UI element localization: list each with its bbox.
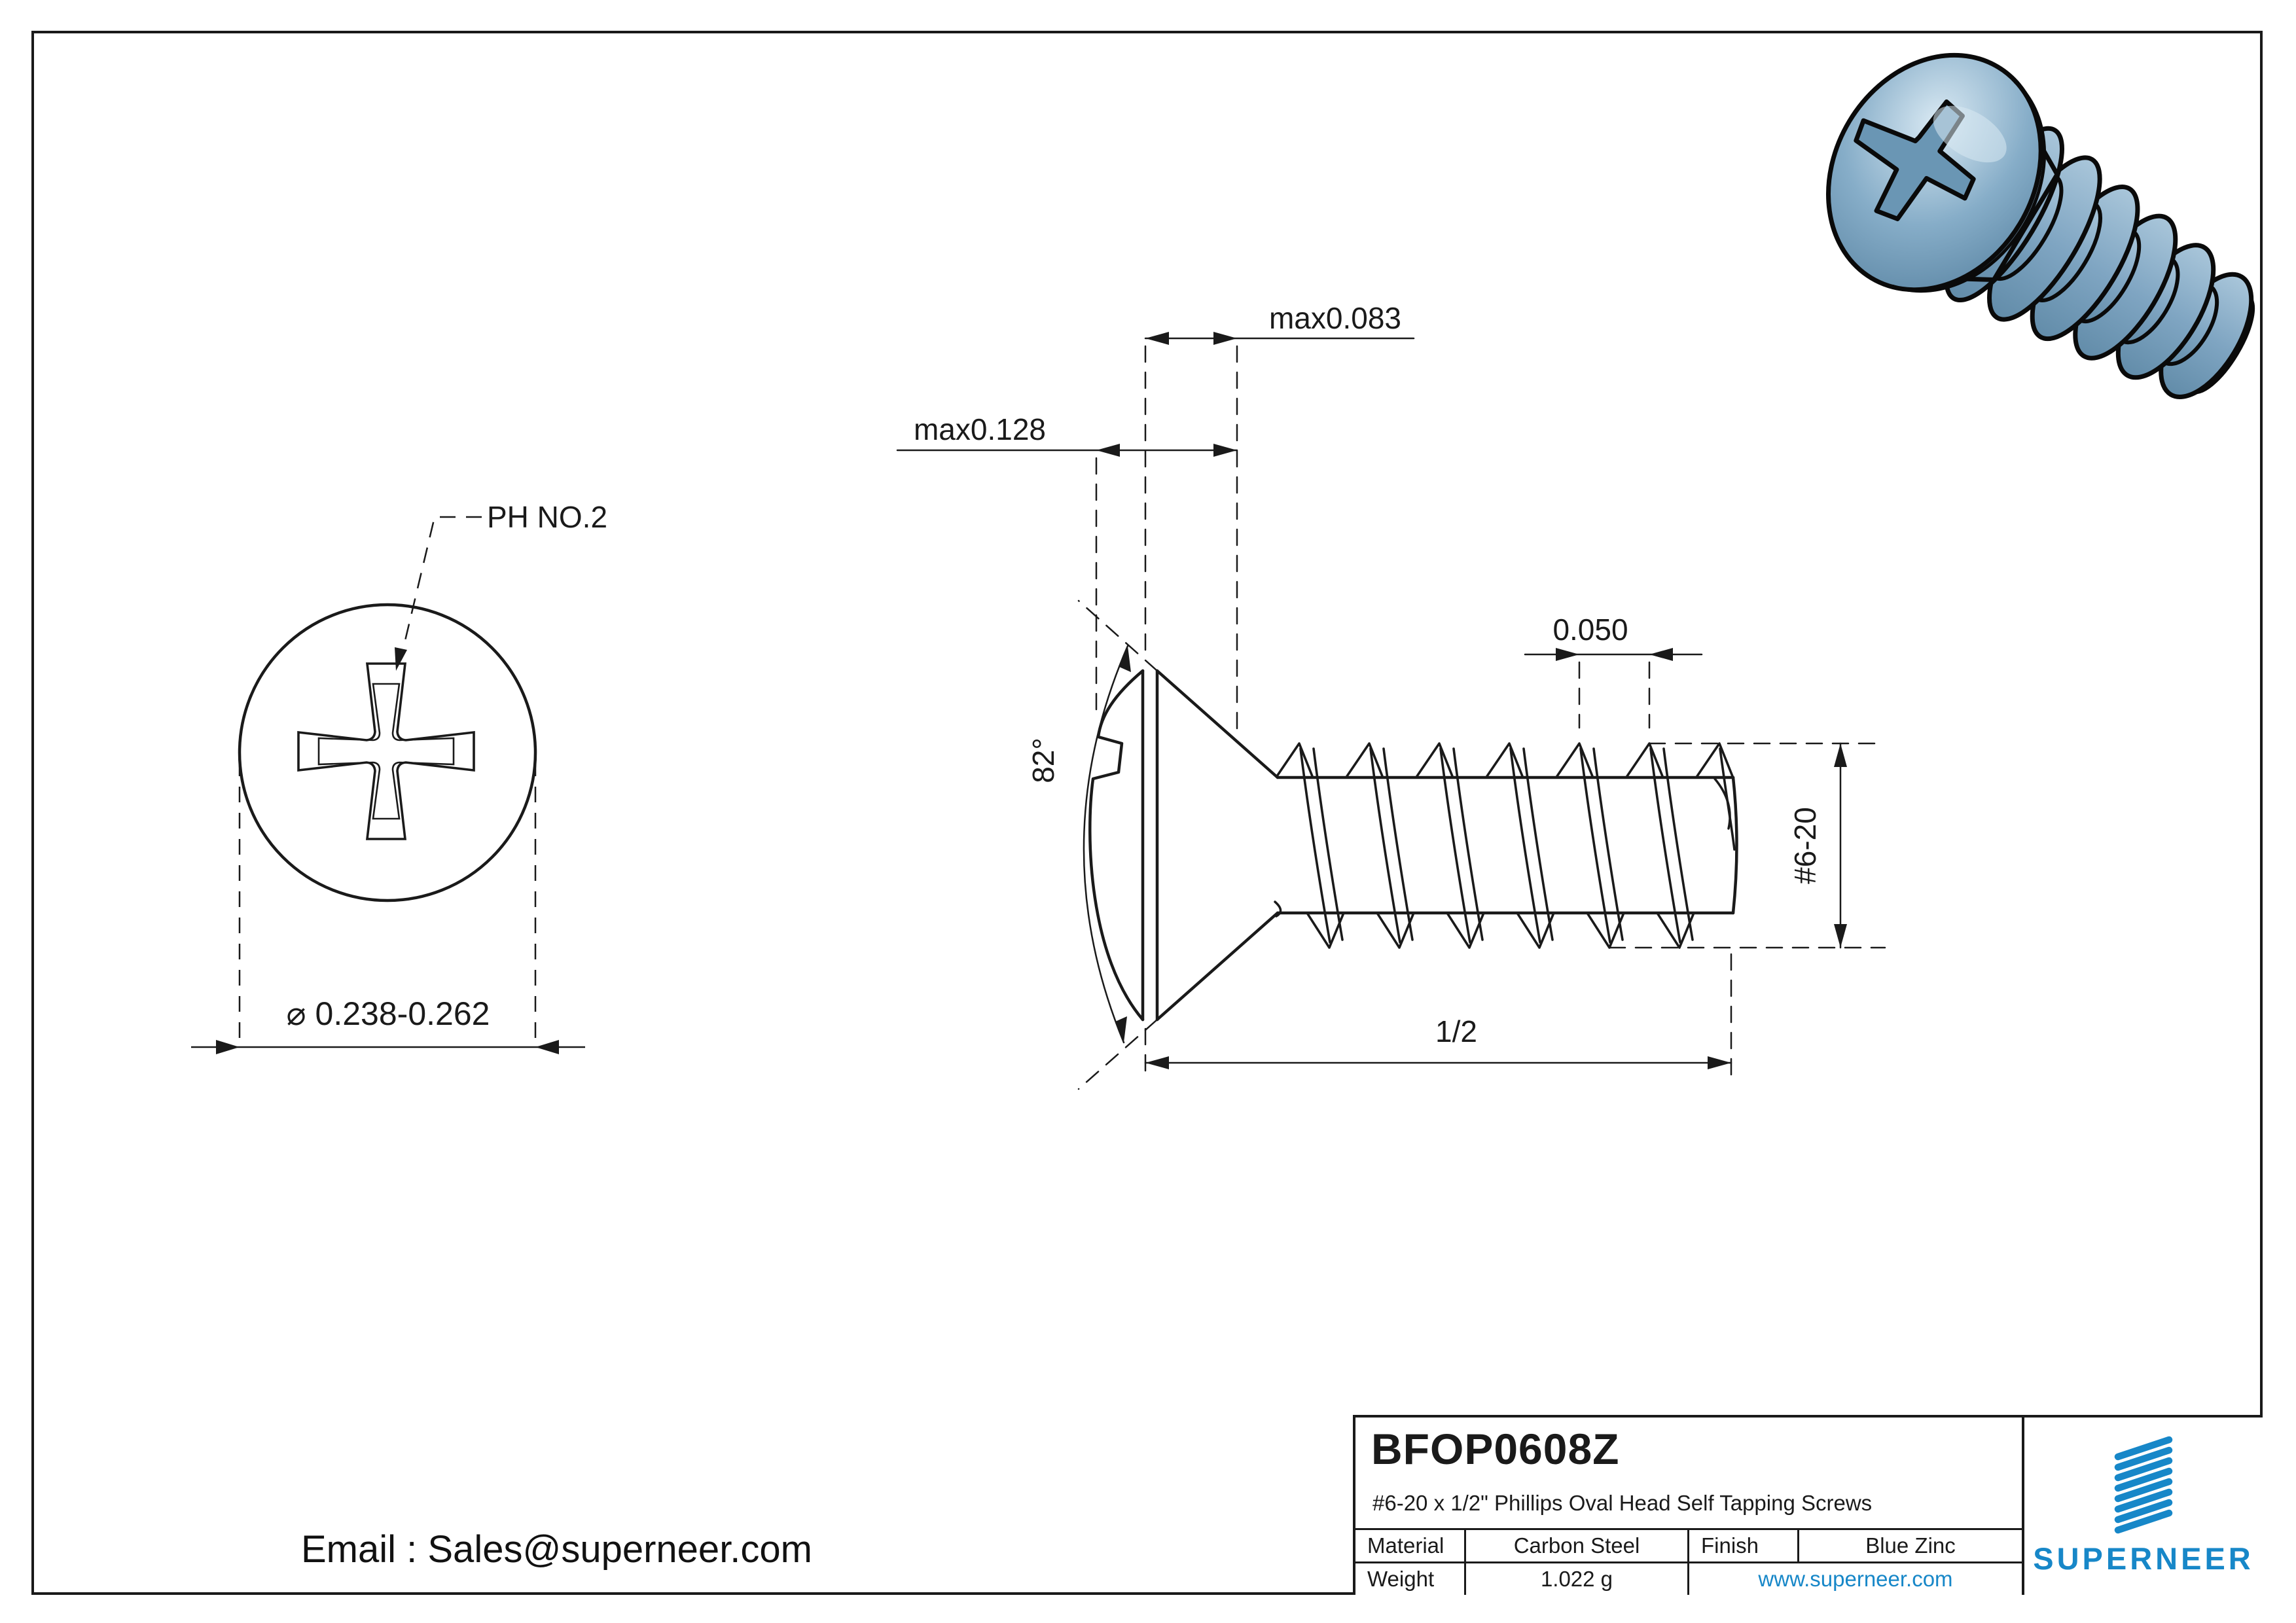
label-pitch: 0.050 — [1552, 613, 1628, 647]
title-block-info: BFOP0608Z #6-20 x 1/2" Phillips Oval Hea… — [1355, 1418, 2022, 1595]
material-label: Material — [1367, 1533, 1444, 1558]
label-length: 1/2 — [1435, 1014, 1477, 1048]
logo-cell: SUPERNEER — [2022, 1418, 2263, 1595]
dim-length — [1144, 953, 1732, 1079]
dim-max0083 — [1144, 332, 1415, 345]
website-link[interactable]: www.superneer.com — [1687, 1563, 2022, 1595]
material-value: Carbon Steel — [1464, 1530, 1687, 1561]
brand-name: SUPERNEER — [2033, 1541, 2254, 1576]
page-frame — [31, 31, 2263, 1595]
dim-angle-82 — [1077, 599, 1158, 1090]
title-block: BFOP0608Z #6-20 x 1/2" Phillips Oval Hea… — [1353, 1415, 2263, 1595]
weight-value: 1.022 g — [1464, 1563, 1687, 1595]
finish-label: Finish — [1687, 1530, 1797, 1561]
leader-arrowhead — [395, 647, 407, 671]
tip-thread — [1696, 742, 1736, 851]
front-view — [191, 516, 585, 1054]
phillips-recess-inner — [317, 683, 455, 820]
thread-start-curl — [1274, 901, 1282, 918]
screw-3d-render — [1826, 52, 2255, 399]
spec-table: Material Carbon Steel Finish Blue Zinc W… — [1355, 1528, 2022, 1595]
contact-email: Email : Sales@superneer.com — [301, 1528, 812, 1571]
label-thread-size: #6-20 — [1788, 807, 1822, 884]
shank-end-face — [1731, 776, 1738, 915]
label-max0128: max0.128 — [914, 412, 1046, 446]
head-dome-arc — [1088, 669, 1145, 1022]
finish-value: Blue Zinc — [1797, 1530, 2022, 1561]
part-number: BFOP0608Z — [1371, 1425, 1620, 1473]
dim-thread-size — [1608, 742, 1886, 949]
head-outline-circle — [238, 603, 537, 902]
weight-label: Weight — [1367, 1567, 1435, 1591]
title-block-header: BFOP0608Z #6-20 x 1/2" Phillips Oval Hea… — [1355, 1418, 2022, 1528]
leader-line — [399, 516, 482, 660]
part-description: #6-20 x 1/2" Phillips Oval Head Self Tap… — [1372, 1491, 1873, 1515]
head-crown-band — [1141, 669, 1159, 1022]
table-row-weight-site: Weight 1.022 g www.superneer.com — [1355, 1561, 2022, 1595]
label-ph-no2: PH NO.2 — [487, 500, 607, 534]
table-row-material-finish: Material Carbon Steel Finish Blue Zinc — [1355, 1530, 2022, 1561]
dim-arrow-left — [216, 1040, 240, 1054]
extension-lines-diameter — [238, 760, 537, 1046]
dim-arrow-right — [535, 1040, 559, 1054]
side-view — [896, 332, 1886, 1090]
label-diameter: ⌀ 0.238-0.262 — [287, 995, 490, 1032]
label-angle: 82° — [1026, 738, 1060, 783]
threads — [1276, 742, 1736, 949]
label-max0083: max0.083 — [1269, 301, 1401, 335]
dim-pitch — [1524, 648, 1703, 729]
head-rim-line — [1892, 80, 2047, 293]
superneer-logo-icon — [2114, 1436, 2173, 1534]
dim-max0128 — [896, 444, 1238, 457]
phillips-recess-outer — [297, 662, 475, 840]
head-highlight — [1933, 105, 2007, 163]
head-cone — [1155, 669, 1280, 1022]
